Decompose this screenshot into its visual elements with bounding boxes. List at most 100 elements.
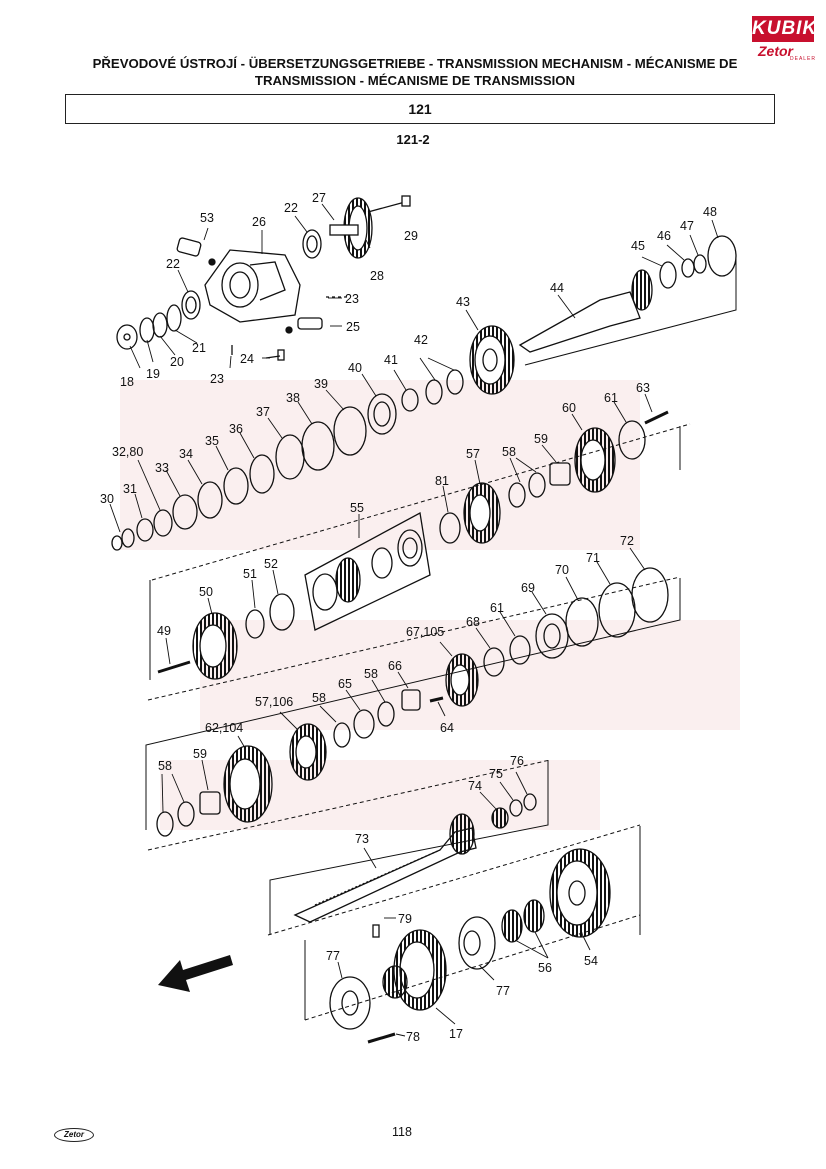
frame-lines [145, 255, 737, 1020]
logo-sub: Zetor [758, 43, 793, 59]
page-title: PŘEVODOVÉ ÚSTROJÍ - ÜBERSETZUNGSGETRIEBE… [60, 55, 770, 89]
footer-zetor-logo: Zetor [54, 1128, 94, 1142]
callout-22b: 22 [166, 257, 180, 271]
logo-brand: KUBIK [752, 16, 816, 42]
gear-43 [469, 325, 515, 395]
hub-77b [458, 916, 496, 970]
bearing-22a [302, 229, 322, 259]
rings-30-41 [111, 388, 419, 551]
bolt-29 [367, 195, 411, 213]
direction-arrow-icon [158, 955, 233, 992]
callout-25: 25 [346, 320, 360, 334]
gear-17 [382, 929, 447, 1011]
callout-20: 20 [170, 355, 184, 369]
callout-labels: 53 26 22 27 29 28 22 23 25 24 23 18 19 2… [100, 191, 717, 1044]
kubik-zetor-logo: KUBIK Zetor DEALER [752, 16, 816, 62]
callout-79: 79 [398, 912, 412, 926]
gear-67-105 [445, 653, 479, 707]
bearings-58-59a [508, 462, 571, 508]
pin-64 [429, 696, 444, 703]
callout-44: 44 [550, 281, 564, 295]
callout-35: 35 [205, 434, 219, 448]
callout-26: 26 [252, 215, 266, 229]
rings-61b-72 [483, 567, 669, 677]
callout-39: 39 [314, 377, 328, 391]
callout-58a: 58 [502, 445, 516, 459]
callout-18: 18 [120, 375, 134, 389]
callout-30: 30 [100, 492, 114, 506]
callout-74: 74 [468, 779, 482, 793]
callout-37: 37 [256, 405, 270, 419]
callout-17: 17 [449, 1027, 463, 1041]
shaft-73 [293, 813, 477, 923]
callout-59a: 59 [534, 432, 548, 446]
callout-68: 68 [466, 615, 480, 629]
bush-66 [401, 689, 421, 711]
callout-73: 73 [355, 832, 369, 846]
callout-78: 78 [406, 1030, 420, 1044]
callout-51: 51 [243, 567, 257, 581]
callout-76: 76 [510, 754, 524, 768]
callout-71: 71 [586, 551, 600, 565]
callout-28: 28 [370, 269, 384, 283]
callout-81: 81 [435, 474, 449, 488]
callout-67-105: 67,105 [406, 625, 444, 639]
callout-61b: 61 [490, 601, 504, 615]
callout-58b: 58 [364, 667, 378, 681]
callout-58c: 58 [312, 691, 326, 705]
gear-28 [329, 197, 373, 259]
callout-69: 69 [521, 581, 535, 595]
callout-64: 64 [440, 721, 454, 735]
synchro-50 [192, 612, 238, 680]
callout-45: 45 [631, 239, 645, 253]
pin-78 [367, 1032, 396, 1044]
callout-66: 66 [388, 659, 402, 673]
figure-number: 121-2 [396, 132, 430, 147]
callout-62-104: 62,104 [205, 721, 243, 735]
callout-34: 34 [179, 447, 193, 461]
callout-65: 65 [338, 677, 352, 691]
ring-81 [439, 512, 461, 544]
callout-70: 70 [555, 563, 569, 577]
gear-62-104 [223, 745, 273, 823]
callout-61a: 61 [604, 391, 618, 405]
hub-77a [329, 976, 371, 1030]
callout-24: 24 [240, 352, 254, 366]
bearings-56 [501, 899, 545, 943]
bearings-42 [425, 369, 464, 405]
gear-54 [549, 848, 611, 938]
callout-22a: 22 [284, 201, 298, 215]
pin-49 [157, 660, 191, 674]
nut-51 [245, 609, 265, 639]
bearing-22b [181, 290, 201, 320]
logo-dealer: DEALER [790, 56, 817, 62]
callout-60: 60 [562, 401, 576, 415]
callout-57-106: 57,106 [255, 695, 293, 709]
callout-19: 19 [146, 367, 160, 381]
group-box-55 [304, 511, 431, 631]
callout-23b: 23 [210, 372, 224, 386]
pin-25 [265, 317, 323, 361]
assembly-lines [147, 423, 691, 1021]
callout-58d: 58 [158, 759, 172, 773]
callout-33: 33 [155, 461, 169, 475]
callout-43: 43 [456, 295, 470, 309]
callout-72: 72 [620, 534, 634, 548]
callout-63: 63 [636, 381, 650, 395]
pin-63 [644, 410, 669, 425]
shaft-44 [518, 235, 737, 353]
callout-23a: 23 [345, 292, 359, 306]
bush-59b [199, 791, 221, 815]
callout-27: 27 [312, 191, 326, 205]
parts-74-76 [491, 793, 537, 829]
group-number-box: 121 [65, 94, 775, 124]
callout-36: 36 [229, 422, 243, 436]
rings-18-21 [116, 304, 182, 350]
callout-47: 47 [680, 219, 694, 233]
bushing-53 [176, 237, 216, 266]
title-line-2: TRANSMISSION - MÉCANISME DE TRANSMISSION [254, 73, 576, 88]
callout-59b: 59 [193, 747, 207, 761]
callout-38: 38 [286, 391, 300, 405]
bearings-58d [156, 801, 195, 837]
callout-40: 40 [348, 361, 362, 375]
